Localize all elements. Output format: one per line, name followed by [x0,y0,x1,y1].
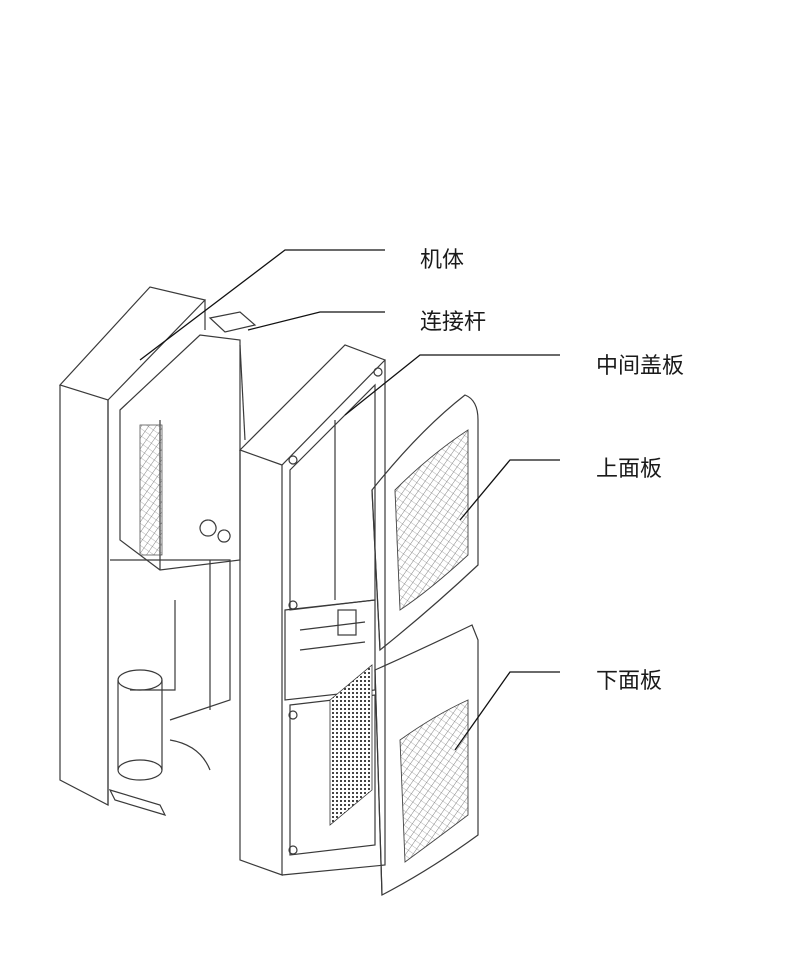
lower-front-panel [374,624,479,896]
leader-middle-cover [344,354,560,416]
middle-unit [238,344,387,876]
upper-front-panel [371,394,479,652]
machine-body [58,286,257,816]
label-upper-panel: 上面板 [596,457,662,482]
leader-lines [139,249,560,751]
label-body: 机体 [420,248,464,273]
leader-lower-panel [454,671,560,751]
leader-upper-panel [459,459,560,521]
leader-connecting-rod [247,311,385,331]
label-lower-panel: 下面板 [596,669,662,694]
leader-body [139,249,385,361]
label-middle-cover: 中间盖板 [596,354,684,379]
label-connecting-rod: 连接杆 [420,310,486,335]
